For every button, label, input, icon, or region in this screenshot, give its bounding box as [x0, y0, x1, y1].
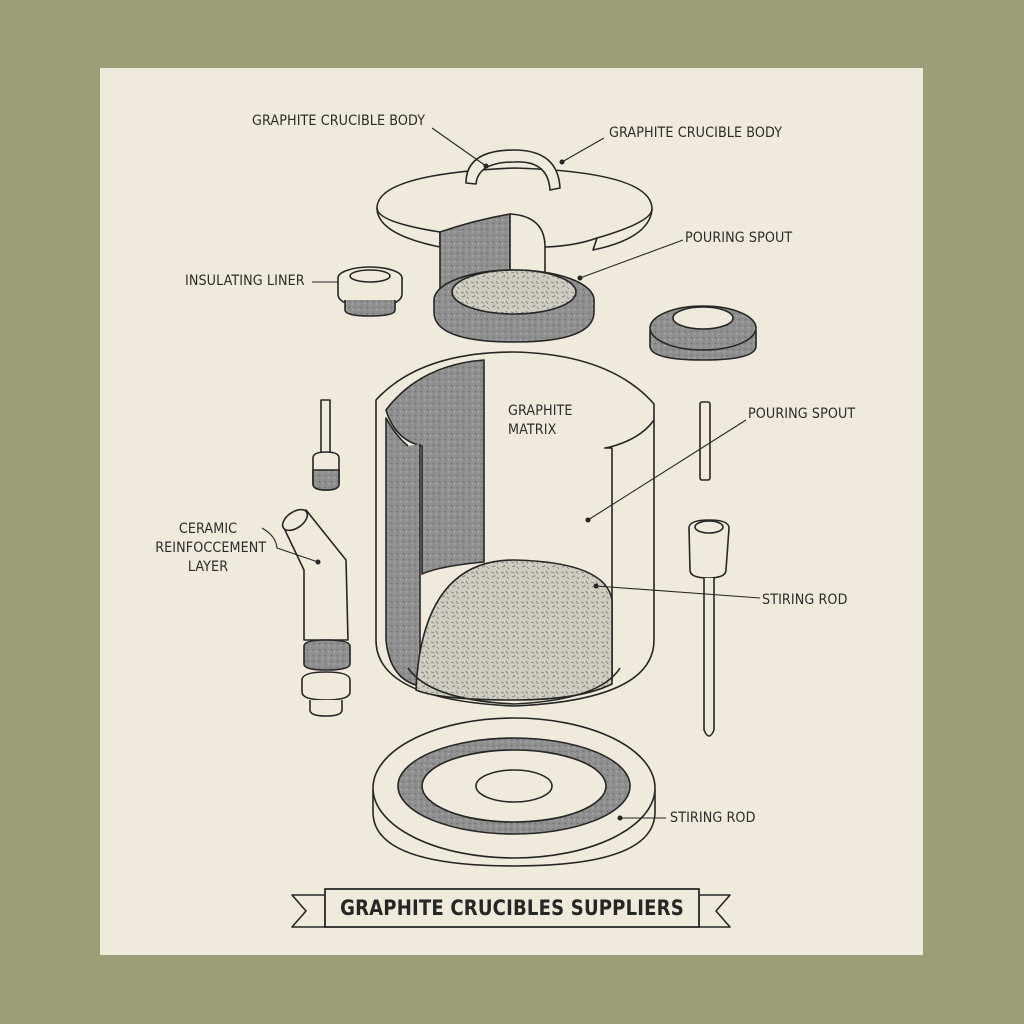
pouring-spout-ring	[649, 305, 757, 361]
crucible-body	[375, 351, 655, 707]
label-ceramic-layer: CERAMIC REINFOCCEMENT LAYER	[155, 521, 267, 575]
label-lid: GRAPHITE CRUCIBLE BODY	[609, 125, 783, 141]
label-stirring-rod-mid: STIRING ROD	[762, 592, 848, 608]
crucible-base-plate	[372, 717, 656, 867]
label-insulating-liner: INSULATING LINER	[185, 273, 305, 289]
lid-handle	[465, 149, 561, 191]
label-side-pouring-spout: POURING SPOUT	[748, 406, 856, 422]
right-thin-rod	[699, 401, 711, 481]
label-top-pouring-spout: POURING SPOUT	[685, 230, 793, 246]
label-stirring-rod-base: STIRING ROD	[670, 810, 756, 826]
insulating-liner-cap	[337, 266, 403, 317]
label-lid-handle: GRAPHITE CRUCIBLE BODY	[252, 113, 426, 129]
crucible-lid	[376, 149, 653, 251]
label-graphite-matrix: GRAPHITE MATRIX	[508, 403, 573, 438]
leader-lines	[261, 127, 761, 821]
left-peg	[312, 399, 340, 491]
banner-title: GRAPHITE CRUCIBLES SUPPLIERS	[340, 896, 684, 920]
ceramic-spout-tube	[281, 508, 351, 717]
title-banner	[291, 888, 731, 928]
crucible-top-ring	[433, 213, 595, 343]
stirring-rod	[688, 519, 730, 737]
